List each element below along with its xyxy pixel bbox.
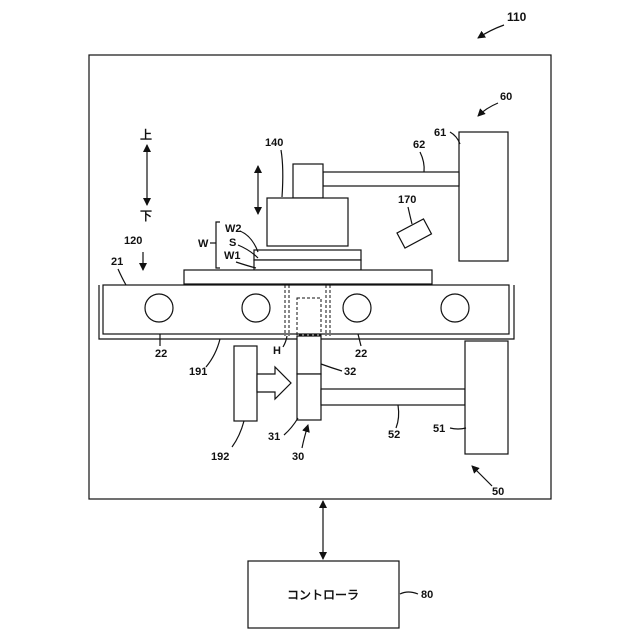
arm-62 bbox=[323, 172, 459, 186]
label-62: 62 bbox=[413, 139, 425, 151]
label-32: 32 bbox=[344, 366, 356, 378]
block-51 bbox=[465, 341, 508, 454]
label-31: 31 bbox=[268, 431, 280, 443]
leader-80 bbox=[400, 592, 418, 594]
label-120: 120 bbox=[124, 235, 142, 247]
label-22b: 22 bbox=[355, 348, 367, 360]
block-192 bbox=[234, 346, 257, 421]
layer-w1 bbox=[254, 260, 361, 270]
roller-3 bbox=[343, 294, 371, 322]
stage-plate bbox=[184, 270, 432, 284]
label-22a: 22 bbox=[155, 348, 167, 360]
label-192: 192 bbox=[211, 451, 229, 463]
label-up: 上 bbox=[140, 127, 152, 142]
label-s: S bbox=[229, 237, 236, 249]
label-50: 50 bbox=[492, 486, 504, 498]
head-upper bbox=[293, 164, 323, 198]
layer-w2 bbox=[254, 250, 361, 260]
label-30: 30 bbox=[292, 451, 304, 463]
roller-2 bbox=[242, 294, 270, 322]
label-52: 52 bbox=[388, 429, 400, 441]
roller-4 bbox=[441, 294, 469, 322]
arm-52 bbox=[321, 389, 465, 405]
leader-110 bbox=[478, 25, 504, 38]
label-h: H bbox=[273, 345, 281, 357]
controller-label: コントローラ bbox=[287, 588, 359, 602]
label-21: 21 bbox=[111, 256, 123, 268]
pin-32 bbox=[297, 336, 321, 374]
label-170: 170 bbox=[398, 194, 416, 206]
base-31 bbox=[297, 374, 321, 420]
label-down: 下 bbox=[140, 209, 152, 223]
label-w1: W1 bbox=[224, 250, 241, 262]
label-80: 80 bbox=[421, 589, 433, 601]
label-w: W bbox=[198, 238, 209, 250]
block-61 bbox=[459, 132, 508, 261]
label-140: 140 bbox=[265, 137, 283, 149]
label-60: 60 bbox=[500, 91, 512, 103]
label-w2: W2 bbox=[225, 223, 242, 235]
label-51: 51 bbox=[433, 423, 445, 435]
label-61: 61 bbox=[434, 127, 446, 139]
head-140 bbox=[267, 198, 348, 246]
label-191: 191 bbox=[189, 366, 207, 378]
label-110: 110 bbox=[507, 10, 527, 24]
roller-1 bbox=[145, 294, 173, 322]
